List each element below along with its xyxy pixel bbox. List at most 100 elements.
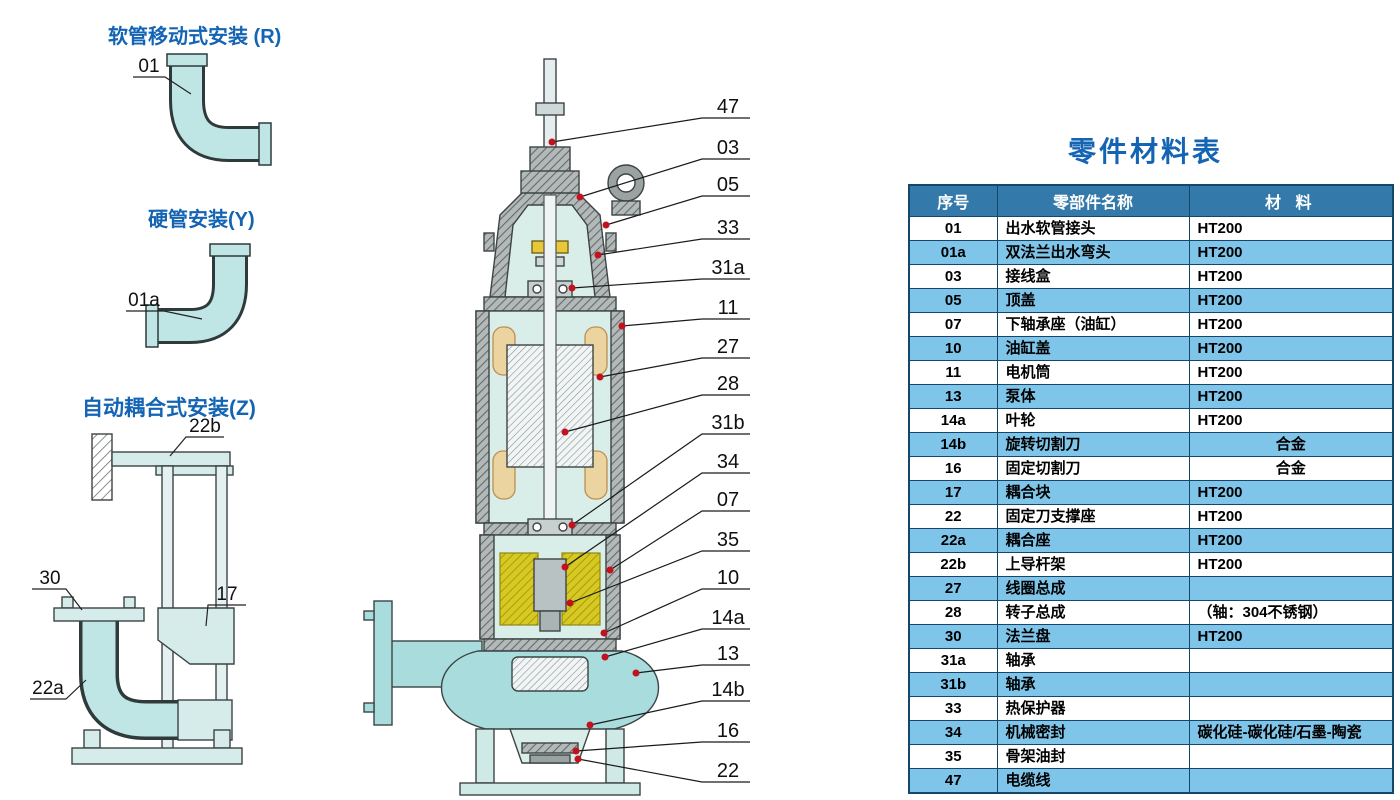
cell-num: 27 bbox=[908, 576, 998, 601]
cell-mat: HT200 bbox=[1188, 528, 1394, 553]
cell-mat: HT200 bbox=[1188, 624, 1394, 649]
pump-callout-label: 14a bbox=[711, 607, 745, 629]
callout-22b-label: 22b bbox=[189, 416, 221, 437]
rotary-cutter bbox=[521, 742, 579, 754]
cell-name: 旋转切割刀 bbox=[996, 432, 1190, 457]
cell-name: 机械密封 bbox=[996, 720, 1190, 745]
callout-22b: 22b bbox=[169, 416, 224, 457]
oil-fill-left bbox=[499, 552, 539, 626]
cell-name: 骨架油封 bbox=[996, 744, 1190, 769]
lip-seal bbox=[539, 610, 561, 632]
cell-name: 上导杆架 bbox=[996, 552, 1190, 577]
callout-dot bbox=[574, 755, 582, 763]
callout-leader-line bbox=[635, 664, 750, 674]
cell-name: 法兰盘 bbox=[996, 624, 1190, 649]
oil-fill-right bbox=[561, 552, 601, 626]
cell-num: 05 bbox=[908, 288, 998, 313]
pump-callout-label: 07 bbox=[717, 489, 739, 511]
cell-num: 14a bbox=[908, 408, 998, 433]
discharge-flange bbox=[373, 600, 393, 726]
hose-elbow bbox=[166, 53, 272, 166]
pump-callout-label: 10 bbox=[717, 567, 739, 589]
cell-mat: HT200 bbox=[1188, 240, 1394, 265]
install-y-title: 硬管安装(Y) bbox=[148, 209, 255, 231]
bottom-stand bbox=[459, 728, 641, 796]
pump-callout-label: 11 bbox=[718, 297, 739, 319]
callout-dot bbox=[600, 629, 608, 637]
cell-num: 17 bbox=[908, 480, 998, 505]
cell-num: 34 bbox=[908, 720, 998, 745]
callout-leader-line bbox=[589, 700, 750, 726]
cell-num: 28 bbox=[908, 600, 998, 625]
coupling-block bbox=[157, 607, 235, 665]
callout-01a: 01a bbox=[126, 290, 203, 320]
impeller bbox=[511, 656, 589, 692]
parts-table-head: 序号 零部件名称 材 料 bbox=[908, 184, 1394, 217]
callout-dot bbox=[568, 284, 576, 292]
cell-num: 10 bbox=[908, 336, 998, 361]
cell-name: 固定切割刀 bbox=[996, 456, 1190, 481]
callout-01: 01 bbox=[133, 56, 192, 95]
parts-table-title: 零件材料表 bbox=[1068, 136, 1224, 167]
callout-dot bbox=[572, 747, 580, 755]
cell-name: 耦合块 bbox=[996, 480, 1190, 505]
callout-dot bbox=[568, 521, 576, 529]
cell-num: 11 bbox=[908, 360, 998, 385]
callout-22a-label: 22a bbox=[32, 678, 64, 699]
cell-num: 14b bbox=[908, 432, 998, 457]
pump-callout-label: 35 bbox=[717, 529, 739, 551]
callout-dot bbox=[594, 251, 602, 259]
callout-22a: 22a bbox=[30, 678, 87, 700]
cell-num: 33 bbox=[908, 696, 998, 721]
cell-mat: HT200 bbox=[1188, 264, 1394, 289]
cell-name: 油缸盖 bbox=[996, 336, 1190, 361]
cell-num: 22a bbox=[908, 528, 998, 553]
callout-leader-line bbox=[564, 394, 750, 433]
double-flange-elbow bbox=[145, 243, 251, 348]
cell-num: 35 bbox=[908, 744, 998, 769]
callout-leader-line bbox=[569, 550, 750, 604]
cell-mat: HT200 bbox=[1188, 216, 1394, 241]
cell-num: 16 bbox=[908, 456, 998, 481]
cell-mat: （轴：304不锈钢） bbox=[1188, 600, 1394, 625]
cell-name: 出水软管接头 bbox=[996, 216, 1190, 241]
pump-callout-label: 28 bbox=[717, 373, 739, 395]
header-material: 材 料 bbox=[1188, 184, 1394, 217]
cell-mat: HT200 bbox=[1188, 312, 1394, 337]
cell-name: 双法兰出水弯头 bbox=[996, 240, 1190, 265]
callout-01-label: 01 bbox=[138, 56, 159, 77]
cell-mat: HT200 bbox=[1188, 408, 1394, 433]
callout-30-label: 30 bbox=[39, 568, 60, 589]
callout-leader-line bbox=[604, 628, 750, 658]
callout-dot bbox=[561, 428, 569, 436]
cell-mat bbox=[1188, 744, 1394, 769]
cell-name: 泵体 bbox=[996, 384, 1190, 409]
cell-name: 下轴承座（油缸） bbox=[996, 312, 1190, 337]
callout-dot bbox=[566, 599, 574, 607]
callout-leader-line bbox=[579, 158, 750, 198]
header-row: 序号 零部件名称 材 料 bbox=[908, 184, 1394, 217]
oil-chamber bbox=[479, 534, 621, 652]
mounting-wall bbox=[91, 433, 113, 501]
lifting-eyebolt bbox=[607, 164, 645, 216]
cell-num: 22b bbox=[908, 552, 998, 577]
base-frame bbox=[71, 729, 243, 765]
callout-17-label: 17 bbox=[216, 584, 237, 605]
cell-num: 03 bbox=[908, 264, 998, 289]
install-z-diagram: 22b 30 17 22a bbox=[30, 416, 246, 765]
discharge-flange bbox=[53, 596, 145, 622]
